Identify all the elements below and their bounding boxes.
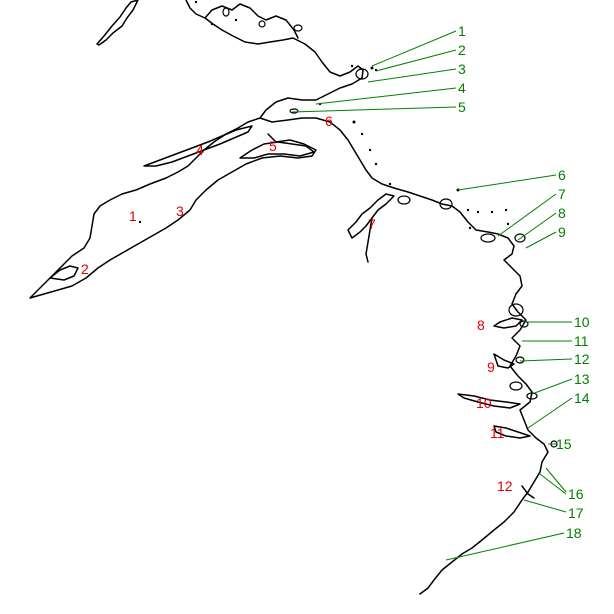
leader-line-17 [523, 499, 567, 513]
red-labels: 1 2 3 4 5 6 7 8 9 10 11 12 [81, 113, 513, 494]
green-label-13: 13 [574, 371, 590, 387]
bay-seven [347, 193, 395, 239]
red-label-12: 12 [497, 478, 513, 494]
southwest-bay-coast [29, 117, 317, 299]
island-five [239, 141, 315, 159]
green-label-3: 3 [458, 61, 466, 77]
red-label-2: 2 [81, 261, 89, 277]
hook-twelve [521, 485, 535, 499]
green-label-9: 9 [558, 224, 566, 240]
island-dot [476, 210, 480, 214]
northern-peninsula-outline [96, 0, 139, 46]
leader-line-6 [457, 174, 557, 191]
green-label-6: 6 [558, 167, 566, 183]
island [514, 233, 526, 243]
inlet-nine [493, 353, 515, 369]
island [289, 108, 299, 114]
northern-inlet [204, 3, 299, 39]
island [439, 198, 453, 210]
coastline-outlines [29, 0, 549, 595]
island-dot [368, 148, 372, 152]
lagoon-two [49, 265, 79, 281]
inlet-eight [493, 317, 523, 329]
island [258, 20, 266, 28]
green-label-1: 1 [458, 23, 466, 39]
island-dot [388, 182, 392, 186]
red-label-3: 3 [176, 203, 184, 219]
green-label-2: 2 [458, 42, 466, 58]
island-dot [466, 208, 470, 212]
inlet-ten [457, 393, 521, 409]
island [293, 24, 303, 32]
green-label-11: 11 [574, 333, 589, 349]
green-label-12: 12 [574, 351, 590, 367]
leader-line-16a [545, 467, 567, 493]
island-dot [210, 22, 214, 26]
red-label-6: 6 [325, 113, 333, 129]
leader-line-7 [497, 193, 557, 237]
leader-lines [291, 30, 573, 561]
leader-line-13 [531, 378, 573, 395]
island [397, 195, 411, 205]
leader-line-4 [315, 87, 457, 105]
island [509, 381, 523, 391]
narrow-inlet-four [143, 125, 253, 167]
green-label-7: 7 [558, 186, 566, 202]
island-dot [194, 0, 198, 4]
island-dot [504, 208, 508, 212]
leader-line-2 [375, 49, 457, 72]
island [519, 320, 529, 328]
island-dot [350, 64, 354, 68]
island-dot [506, 222, 510, 226]
island [480, 233, 496, 243]
green-label-17: 17 [568, 505, 584, 521]
leader-line-12 [519, 358, 573, 362]
green-label-5: 5 [458, 99, 466, 115]
island-dot [370, 66, 374, 70]
island-dot [234, 18, 238, 22]
green-labels: 1 2 3 4 5 6 7 8 9 10 11 12 13 14 15 16 1… [458, 23, 590, 541]
island-dot [138, 220, 142, 224]
island-dot [490, 210, 494, 214]
leader-line-3 [367, 68, 457, 83]
inlet-eleven [493, 425, 531, 439]
islands [222, 7, 558, 448]
river-seven [365, 217, 373, 263]
green-label-14: 14 [574, 390, 590, 406]
red-label-10: 10 [476, 395, 492, 411]
red-label-4: 4 [196, 142, 204, 158]
green-label-10: 10 [574, 314, 590, 330]
green-label-8: 8 [558, 205, 566, 221]
island-dot [360, 132, 364, 136]
leader-line-16b [539, 473, 567, 495]
island [222, 7, 230, 17]
leader-line-14 [527, 397, 573, 429]
leader-line-9 [525, 231, 557, 249]
green-label-15: 15 [556, 436, 572, 452]
leader-line-5 [291, 106, 457, 113]
leader-line-18 [445, 532, 565, 561]
island-dot [374, 162, 378, 166]
island [508, 303, 524, 317]
island-dot [468, 226, 472, 230]
island [355, 68, 369, 80]
red-label-8: 8 [477, 317, 485, 333]
main-coastline [185, 0, 549, 595]
red-label-11: 11 [490, 425, 505, 441]
red-label-1: 1 [129, 208, 137, 224]
leader-line-1 [371, 30, 457, 67]
green-label-16: 16 [568, 486, 584, 502]
green-label-18: 18 [566, 525, 582, 541]
island [526, 392, 538, 400]
red-label-5: 5 [269, 138, 277, 154]
island-dots [138, 0, 510, 230]
island [515, 356, 525, 364]
red-label-7: 7 [368, 216, 376, 232]
green-label-4: 4 [458, 80, 466, 96]
island-dot [352, 120, 356, 124]
leader-line-8 [517, 212, 557, 241]
red-label-9: 9 [487, 359, 495, 375]
